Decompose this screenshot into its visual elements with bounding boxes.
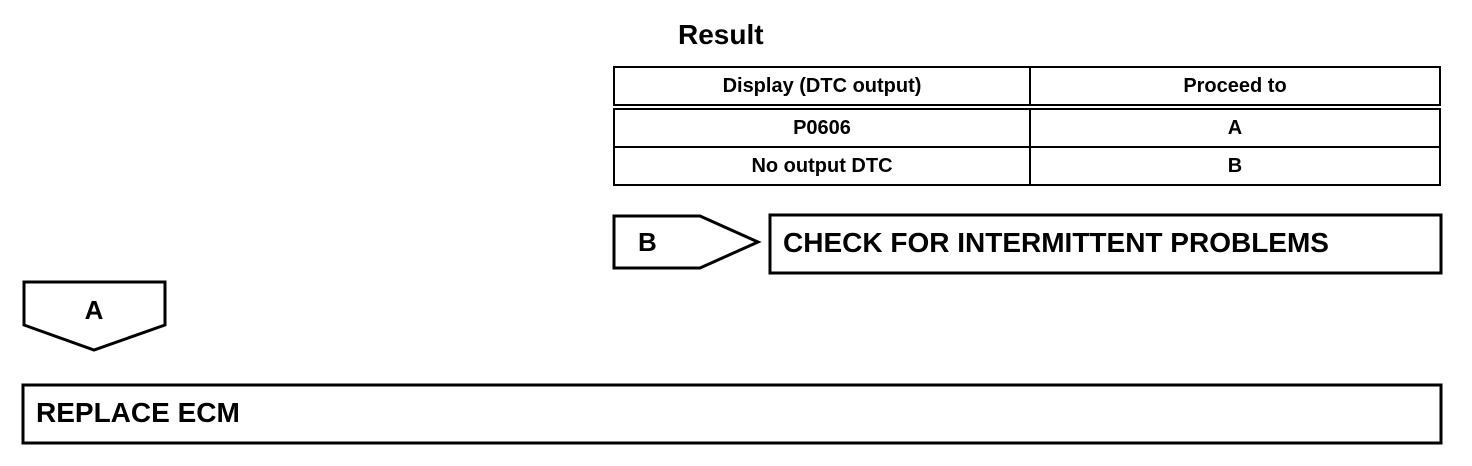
branch-a-label: A [85,295,104,325]
table-header-row: Display (DTC output) Proceed to [613,66,1441,110]
column-header-display: Display (DTC output) [613,66,1031,110]
branch-b-arrow-shape [612,214,762,270]
table-cell-proceed: A [1029,106,1441,148]
table-row: No output DTC B [613,146,1441,186]
table-row: P0606 A [613,106,1441,148]
column-header-proceed: Proceed to [1029,66,1441,110]
table-cell-display: P0606 [613,106,1031,148]
branch-a-arrow-shape [22,280,167,352]
table-cell-proceed: B [1029,146,1441,186]
branch-b-action-box [768,213,1443,275]
branch-b-action-text: CHECK FOR INTERMITTENT PROBLEMS [783,227,1329,258]
result-table: Display (DTC output) Proceed to P0606 A … [613,66,1441,186]
branch-a-action-box [21,383,1443,445]
branch-b-label: B [638,227,657,257]
result-title: Result [678,19,764,50]
branch-a-action-text: REPLACE ECM [36,397,240,428]
table-cell-display: No output DTC [613,146,1031,186]
